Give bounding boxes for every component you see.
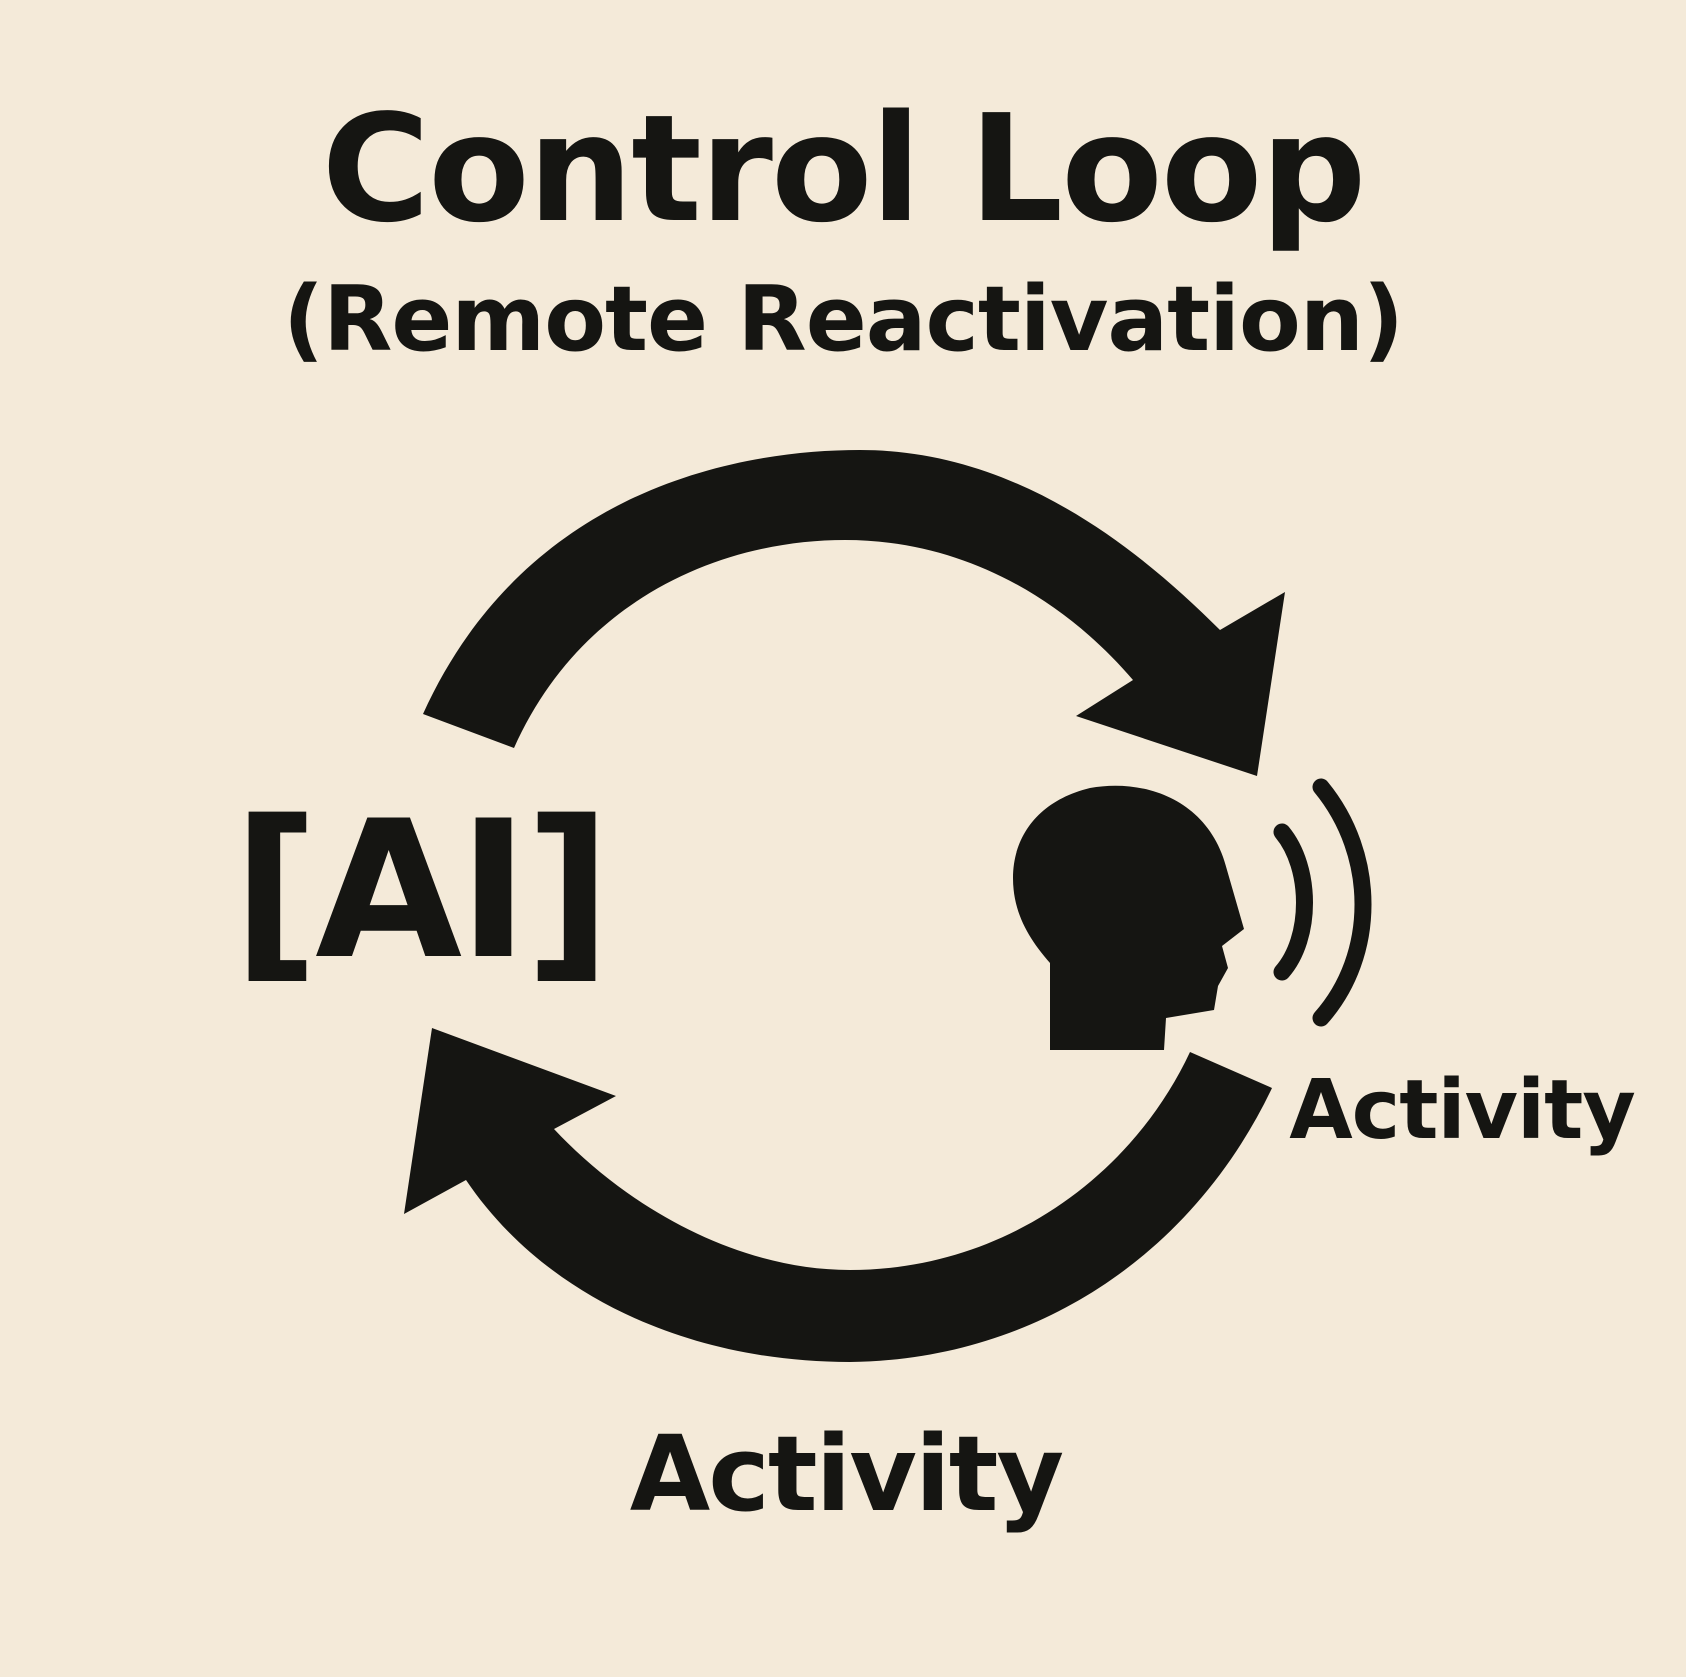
activity-label-right: Activity	[1289, 1063, 1635, 1158]
bottom-return-arrow	[404, 1028, 1272, 1362]
diagram-subtitle: (Remote Reactivation)	[283, 267, 1403, 372]
activity-label-bottom: Activity	[630, 1413, 1063, 1535]
head-speaking-icon	[1013, 778, 1372, 1050]
top-return-arrow	[423, 450, 1285, 776]
ai-label: [AI]	[232, 780, 607, 1001]
diagram-title: Control Loop	[322, 83, 1365, 255]
